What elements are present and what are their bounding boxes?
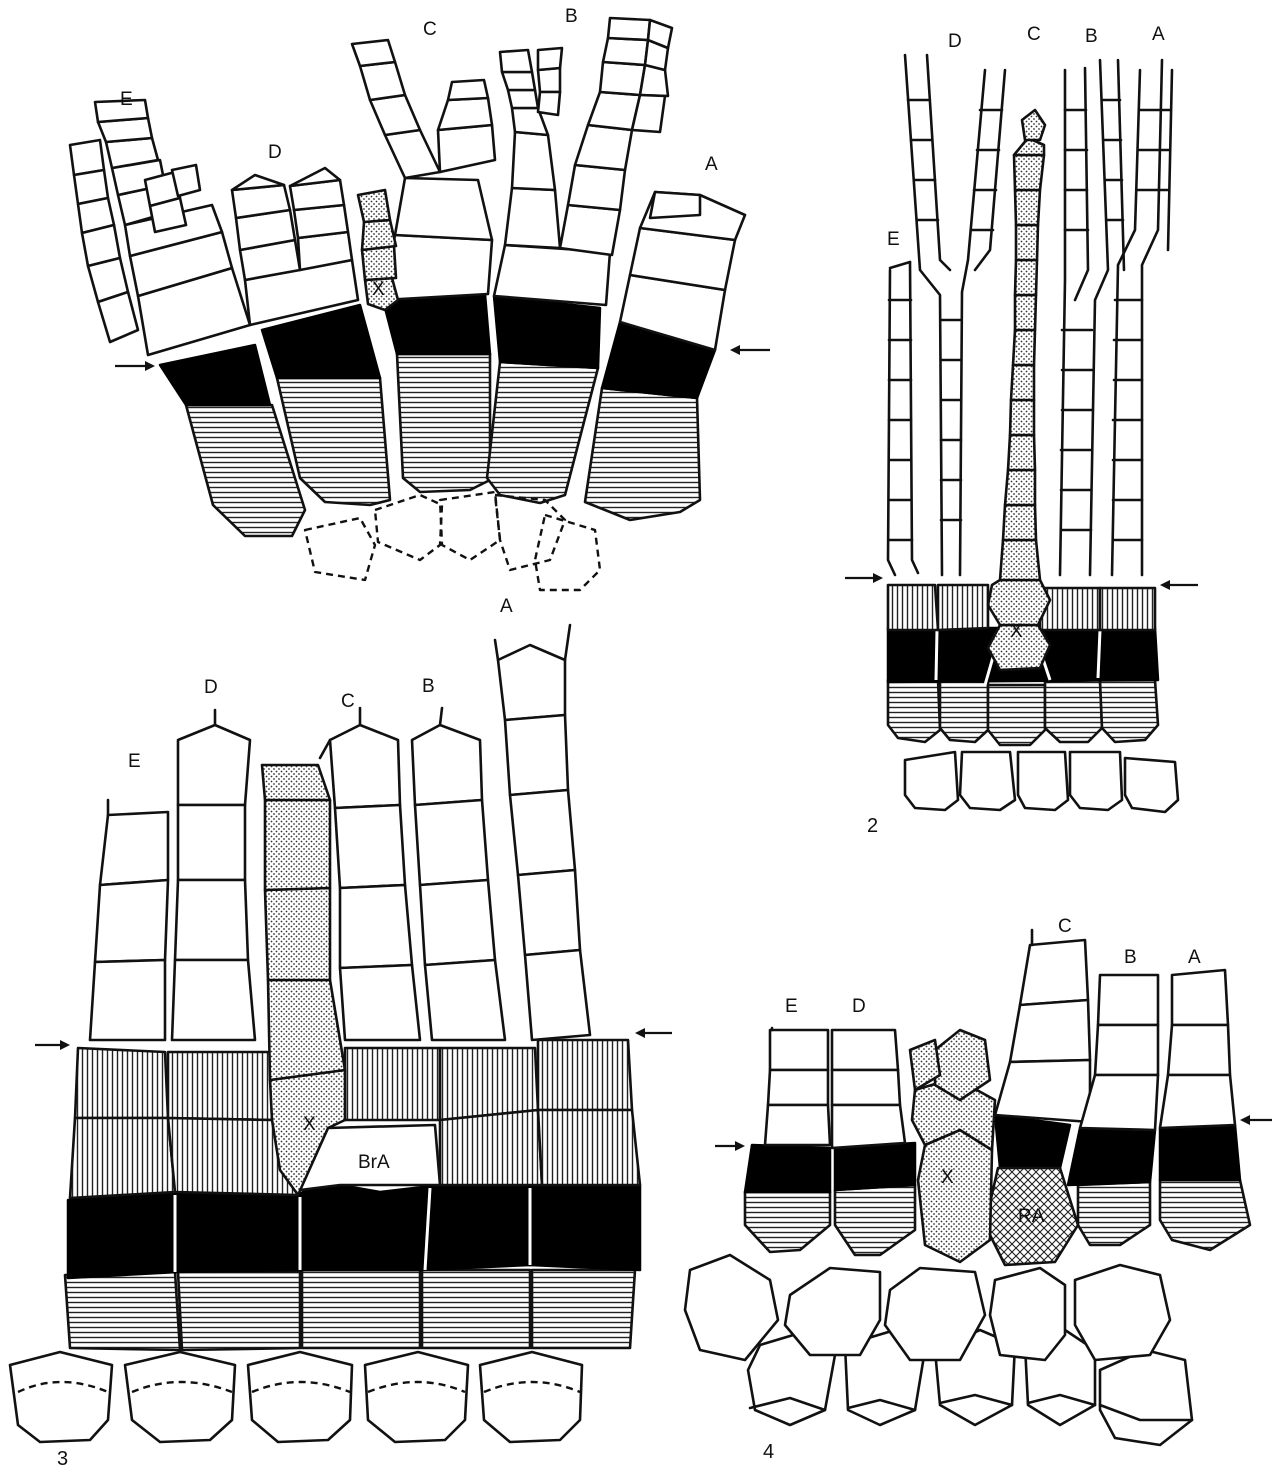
fig3-filament-d	[172, 710, 255, 1040]
fig4-arrow-right	[1240, 1115, 1272, 1125]
fig1-label-d: D	[268, 142, 282, 163]
fig3-arrow-left	[35, 1040, 70, 1050]
fig4-middle-cells	[685, 1255, 1170, 1360]
fig4-filament-b	[1080, 975, 1158, 1130]
fig1-filament-d	[232, 168, 358, 325]
fig1-cell-x-label: X	[372, 279, 385, 300]
fig3-filament-b	[412, 708, 505, 1040]
fig2-panel-number: 2	[867, 815, 878, 837]
fig1-filament-a	[620, 192, 745, 350]
fig3-label-c: C	[341, 691, 355, 712]
fig3-panel-number: 3	[57, 1448, 68, 1470]
fig1-arrow-right	[730, 345, 770, 355]
fig3-dark-band	[68, 1185, 640, 1278]
fig2-label-b: B	[1085, 26, 1098, 47]
fig4-x-filament	[910, 1030, 995, 1262]
fig1-label-e: E	[120, 89, 133, 110]
fig4-ra-label: RA	[1018, 1206, 1045, 1227]
fig2-hatched-row	[888, 680, 1158, 745]
fig2-label-d: D	[948, 31, 962, 52]
fig1-label-c: C	[423, 19, 437, 40]
fig4-label-b: B	[1124, 947, 1137, 968]
fig4-filament-d	[832, 1030, 905, 1148]
figure-1: X E D C B A	[70, 6, 770, 590]
fig4-filament-c	[995, 930, 1090, 1122]
fig4-filament-a	[1160, 970, 1235, 1128]
fig1-label-a: A	[705, 154, 718, 175]
fig4-filament-e	[765, 1028, 830, 1145]
fig3-bottom-cells	[10, 1352, 582, 1442]
fig3-bra-label: BrA	[358, 1152, 390, 1173]
fig3-arrow-right	[635, 1028, 672, 1038]
fig2-bottom-cells	[905, 752, 1178, 812]
fig4-arrow-left	[715, 1141, 745, 1151]
fig1-arrow-left	[115, 361, 155, 371]
fig2-label-c: C	[1027, 24, 1041, 45]
figure-2: X	[845, 24, 1198, 837]
fig3-filament-a	[495, 625, 590, 1040]
fig3-label-b: B	[422, 676, 435, 697]
fig2-label-a: A	[1152, 24, 1165, 45]
fig3-cell-x-label: X	[303, 1114, 316, 1135]
fig3-hatched-row	[65, 1270, 635, 1350]
fig4-panel-number: 4	[763, 1441, 774, 1463]
fig2-label-e: E	[887, 229, 900, 250]
fig4-label-a: A	[1188, 947, 1201, 968]
fig1-label-b: B	[565, 6, 578, 27]
figure-3: BrA X	[10, 596, 672, 1470]
fig4-label-e: E	[785, 996, 798, 1017]
fig2-filament-e	[888, 262, 918, 575]
fig3-label-a: A	[500, 596, 513, 617]
fig3-filament-c	[320, 708, 420, 1040]
fig2-cell-x-label: X	[1010, 621, 1023, 642]
fig4-label-c: C	[1058, 916, 1072, 937]
fig2-x-filament	[988, 110, 1050, 670]
fig1-dashed-cells	[305, 492, 600, 590]
fig2-filament-d	[905, 55, 1005, 575]
fig3-filament-e	[90, 800, 168, 1040]
fig4-cell-x-label: X	[941, 1167, 954, 1188]
figure-4: RA X	[685, 916, 1272, 1463]
fig1-filament-e	[70, 100, 250, 355]
fig2-arrow-right	[1160, 580, 1198, 590]
fig2-arrow-left	[845, 573, 883, 583]
fig4-label-d: D	[852, 996, 866, 1017]
fig3-label-e: E	[128, 751, 141, 772]
fig3-label-d: D	[204, 677, 218, 698]
